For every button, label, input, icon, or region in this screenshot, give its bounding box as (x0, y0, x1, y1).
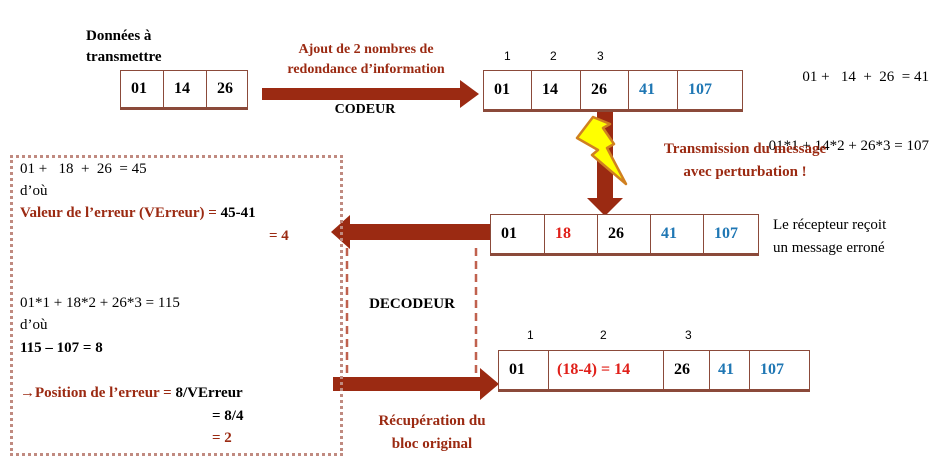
block-cell: 01 (484, 71, 532, 109)
recovery-label: Récupération du bloc original (378, 410, 485, 456)
checksum-sum: 01 + 14 + 26 = 41 (802, 69, 929, 85)
error-value-result: = 4 (269, 228, 289, 244)
decoder-diff-line: 115 – 107 = 8 (20, 340, 103, 356)
encoder-label: CODEUR (334, 102, 396, 117)
redundancy-cell: 107 (688, 81, 712, 98)
redundancy-cell: 41 (651, 215, 704, 253)
input-label: Données à transmettre (86, 26, 162, 68)
recovery-label-line: Récupération du (378, 413, 486, 429)
redundancy-cell: 41 (710, 351, 750, 389)
block-cell: 01 (491, 215, 545, 253)
transmission-label-line: Transmission du message (663, 141, 827, 157)
redundancy-cell: 41 (629, 71, 678, 109)
error-position-expr: 8/VErreur (175, 385, 243, 401)
transmission-label-line: avec perturbation ! (683, 164, 807, 180)
error-position-result: = 2 (212, 430, 232, 446)
error-position-label: →Position de l’erreur = (20, 385, 176, 401)
block-cell: 26 (598, 215, 651, 253)
corrected-cell: (18-4) = 14 (549, 351, 664, 389)
block-cell: 26 (217, 80, 233, 97)
decoder-weighted-line: 01*1 + 18*2 + 26*3 = 115 (20, 295, 180, 311)
error-position-step: = 8/4 (212, 408, 244, 424)
position-index: 2 (600, 328, 607, 342)
decoder-sum-line: 01 + 18 + 26 = 45 (20, 161, 147, 177)
lightning-icon (575, 115, 628, 186)
redundancy-cell: 107 (714, 225, 738, 242)
input-block: 01 14 26 (120, 70, 248, 110)
error-cell: 18 (545, 215, 598, 253)
error-value-label: Valeur de l’erreur (VErreur) = (20, 205, 221, 221)
recovered-block: 01 (18-4) = 14 26 41 107 (498, 350, 810, 392)
decoder-dou: d’où (20, 317, 48, 333)
block-cell: 14 (532, 71, 581, 109)
encoded-block: 01 14 26 41 107 (483, 70, 743, 112)
encoder-annotation-line: Ajout de 2 nombres de (298, 42, 434, 57)
block-cell: 26 (581, 71, 629, 109)
error-value-expr: 45-41 (220, 205, 256, 221)
position-index: 2 (550, 49, 557, 63)
received-note-line: un message erroné (773, 240, 885, 256)
block-cell: 26 (664, 351, 710, 389)
position-index: 1 (504, 49, 511, 63)
block-cell: 01 (499, 351, 549, 389)
block-cell: 14 (164, 71, 207, 107)
block-cell: 01 (121, 71, 164, 107)
error-value-line: Valeur de l’erreur (VErreur) = 45-41 (20, 205, 256, 222)
checksum-weighted: 01*1 + 14*2 + 26*3 = 107 (768, 138, 929, 154)
input-label-line: Données à (86, 28, 152, 44)
decoder-label: DECODEUR (369, 296, 455, 312)
received-note: Le récepteur reçoit un message erroné (773, 214, 886, 260)
error-position-line: →Position de l’erreur = 8/VErreur (20, 385, 243, 402)
decoder-dou: d’où (20, 183, 48, 199)
decoder-input-arrow (331, 215, 490, 249)
recovery-label-line: bloc original (391, 436, 473, 452)
encoder-arrow (262, 80, 479, 108)
received-block: 01 18 26 41 107 (490, 214, 759, 256)
position-index: 3 (597, 49, 604, 63)
position-index: 1 (527, 328, 534, 342)
transmission-label: Transmission du message avec perturbatio… (664, 138, 826, 184)
encoder-annotation-line: redondance d’information (287, 62, 445, 77)
position-index: 3 (685, 328, 692, 342)
encoder-annotation: Ajout de 2 nombres de redondance d’infor… (287, 40, 444, 80)
received-note-line: Le récepteur reçoit (773, 217, 887, 233)
decoder-computation-frame (10, 155, 343, 456)
checksum-equations: 01 + 14 + 26 = 41 01*1 + 14*2 + 26*3 = 1… (769, 20, 929, 204)
input-label-line: transmettre (86, 49, 162, 65)
redundancy-cell: 107 (760, 361, 784, 378)
recovery-arrow (333, 368, 499, 400)
